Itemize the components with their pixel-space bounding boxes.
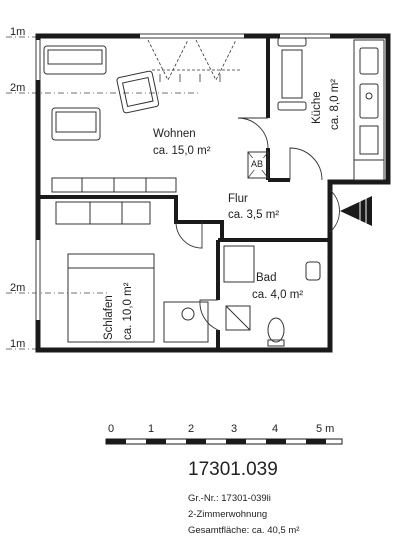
level-label-upper: 2m	[10, 82, 25, 94]
level-label-lower: 2m	[10, 282, 25, 294]
plan-id: 17301.039	[188, 459, 278, 480]
bath-fixtures	[223, 245, 321, 347]
plan-total-area: Gesamtfläche: ca. 40,5 m²	[188, 525, 300, 536]
door-swing-icon	[175, 117, 340, 331]
level-label-bottom: 1m	[10, 338, 25, 350]
scale-tick: 2	[188, 423, 194, 435]
room-name-bad: Bad	[256, 272, 276, 284]
level-lines	[6, 36, 200, 350]
scale-tick: 4	[272, 423, 278, 435]
scale-bar	[105, 438, 343, 445]
balcony-door-swings	[147, 39, 240, 82]
room-area-bad: ca. 4,0 m²	[252, 289, 303, 301]
room-name-flur: Flur	[228, 193, 248, 205]
plan-group-number: Gr.-Nr.: 17301-039li	[188, 493, 271, 504]
plan-apartment-type: 2-Zimmerwohnung	[188, 509, 268, 520]
storage-label: AB	[251, 159, 263, 169]
scale-tick: 3	[231, 423, 237, 435]
scale-ticks: 0 1 2 3 4 5 m	[108, 423, 334, 435]
room-area-flur: ca. 3,5 m²	[228, 209, 279, 221]
room-name-wohnen: Wohnen	[153, 128, 196, 140]
window-icon	[35, 33, 330, 320]
entrance-arrow-icon	[340, 196, 372, 226]
scale-tick: 0	[108, 423, 114, 435]
room-area-schlafen: ca. 10,0 m²	[122, 282, 134, 340]
room-name-kueche: Küche	[311, 91, 323, 124]
level-label-top: 1m	[10, 26, 25, 38]
kitchen-furniture	[277, 37, 385, 181]
scale-tick: 5 m	[316, 423, 334, 435]
room-area-wohnen: ca. 15,0 m²	[153, 145, 211, 157]
room-name-schlafen: Schlafen	[103, 295, 115, 340]
living-furniture	[43, 45, 177, 193]
bedroom-furniture	[55, 201, 209, 343]
storage-ab	[247, 151, 269, 179]
room-area-kueche: ca. 8,0 m²	[329, 79, 341, 130]
scale-tick: 1	[148, 423, 154, 435]
